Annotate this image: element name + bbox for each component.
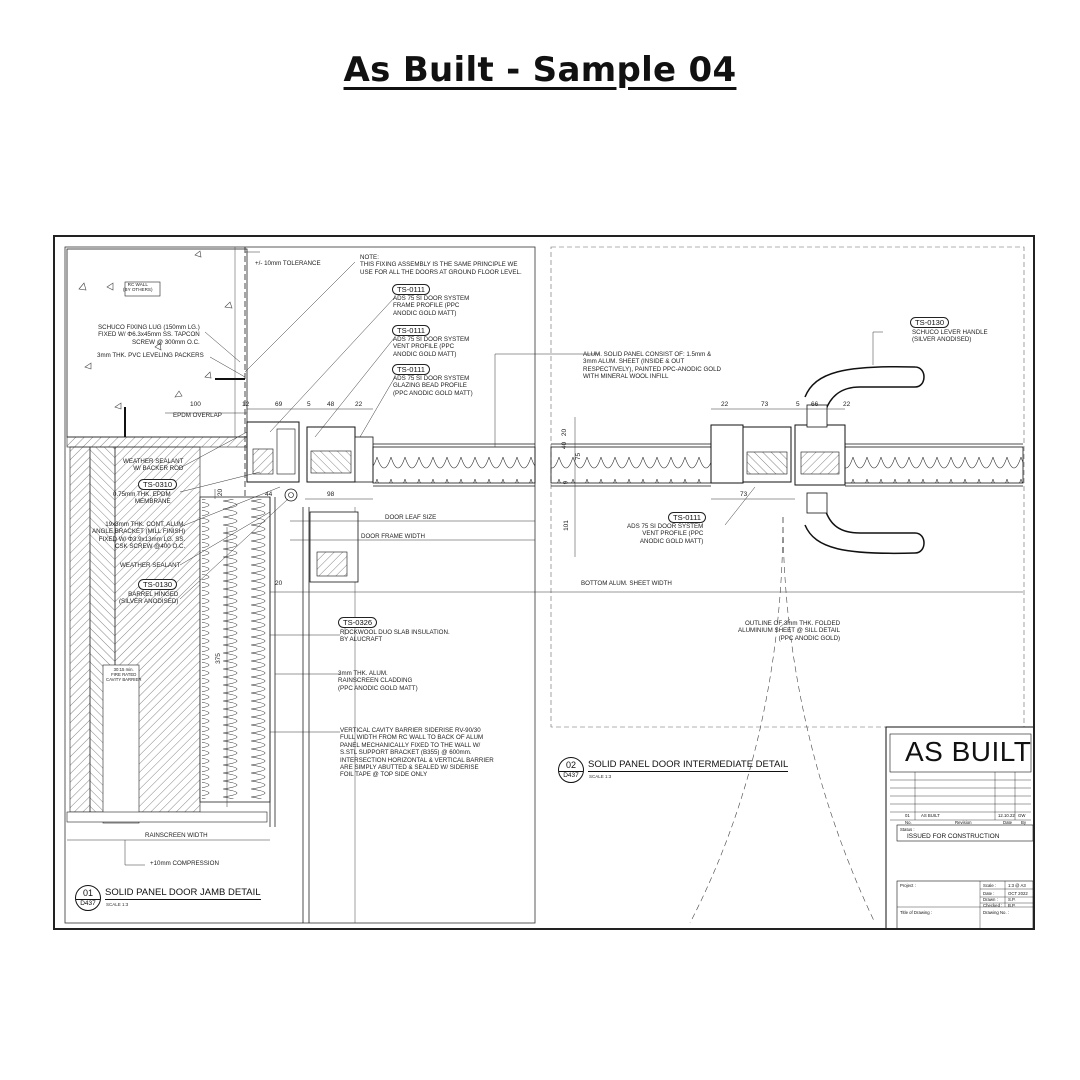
title-of-drawing-label: Title of Drawing : [900,910,933,915]
status-value: ISSUED FOR CONSTRUCTION [907,833,1000,840]
bubble-sheet: D437 [76,899,100,907]
header-no: No. [905,820,912,825]
folded-sheet-label: OUTLINE OF 3mm THK. FOLDED ALUMINIUM SHE… [738,620,841,642]
dim-73-right-a: 73 [761,401,769,408]
dim-5-right: 5 [796,401,800,408]
tag-ts-0310: TS-0310 [138,479,178,490]
dim-48: 48 [327,401,335,408]
dim-20-horizontal: 20 [275,580,283,587]
rockwool-label: ROCKWOOL DUO SLAB INSULATION. BY ALUCRAF… [340,629,450,644]
project-label: Project : [900,883,916,888]
tag-ts-0111-right: TS-0111 [668,512,706,523]
dim-44: 44 [265,491,273,498]
door-leaf-size-label: DOOR LEAF SIZE [385,514,437,521]
rev-check: GW [1018,813,1026,818]
cavity-barrier-label: VERTICAL CAVITY BARRIER SIDERISE RV-90/3… [340,727,494,779]
weather-sealant-rod-label: WEATHER SEALANT W/ BACKER ROD [123,458,184,473]
dim-73-right-b: 73 [740,491,748,498]
rev-date: 12.10.22 [998,813,1015,818]
drawing-linework [64,246,1033,928]
header-by: By [1021,820,1027,825]
dim-22: 22 [355,401,363,408]
vent-profile-label: ADS 75 SI DOOR SYSTEM VENT PROFILE (PPC … [393,336,470,358]
dim-69: 69 [275,401,283,408]
header-revision: Revision [955,820,972,825]
tag-ts-0130-left: TS-0130 [138,579,178,590]
fixing-lug-label: SCHUCO FIXING LUG (150mm LG.) FIXED W/ Φ… [98,324,200,346]
date-label: Date : [983,891,995,896]
dim-9-right: 9 [562,480,570,485]
solid-panel-label: ALUM. SOLID PANEL CONSIST OF: 1.5mm & 3m… [583,351,721,381]
drawing-sheet: RC WALL (BY OTHERS) +/- 10mm TOLERANCE N… [53,235,1035,930]
as-built-stamp: AS BUILT [905,736,1032,767]
dim-100: 100 [190,401,201,408]
dim-101: 101 [562,520,570,531]
dim-98: 98 [327,491,335,498]
barrel-hinged-label: BARREL HINGED (SILVER ANODISED) [119,591,179,606]
tag-ts-0326: TS-0326 [338,617,378,628]
tag-ts-0111-bead: TS-0111 [392,364,430,375]
glazing-bead-label: ADS 75 SI DOOR SYSTEM GLAZING BEAD PROFI… [393,375,473,397]
drawing-no-label: Drawing No. : [983,910,1010,915]
weather-sealant-label: WEATHER SEALANT [120,562,181,569]
dim-22-right-a: 22 [721,401,729,408]
left-detail-title: SOLID PANEL DOOR JAMB DETAIL [105,887,261,900]
rainscreen-width-label: RAINSCREEN WIDTH [145,832,208,839]
dim-40-right: 40 [561,441,569,450]
right-detail-title: SOLID PANEL DOOR INTERMEDIATE DETAIL [588,759,789,772]
checked-value: B.P. [1008,903,1016,908]
scale-value: 1:3 @ A3 [1008,883,1026,888]
right-detail-scale: SCALE 1:3 [589,774,612,779]
dim-12: 12 [242,401,250,408]
checked-label: Checked : [983,903,1003,908]
rainscreen-label: 3mm THK. ALUM. RAINSCREEN CLADDING (PPC … [338,670,418,692]
tag-ts-0130-right: TS-0130 [910,317,950,328]
dim-5: 5 [307,401,311,408]
rc-wall-label: RC WALL (BY OTHERS) [123,282,153,293]
epdm-overlap-label: EPDM OVERLAP [173,412,222,419]
tag-ts-0111-frame: TS-0111 [392,284,430,295]
rev-description: AS BUILT [921,813,940,818]
fixing-note: NOTE: THIS FIXING ASSEMBLY IS THE SAME P… [360,254,522,276]
rev-number: 01 [905,813,910,818]
bubble-number: 01 [82,888,93,898]
frame-profile-label: ADS 75 SI DOOR SYSTEM FRAME PROFILE (PPC… [393,295,470,317]
dim-375: 375 [214,653,222,664]
header-date: Date [1003,820,1013,825]
drawn-label: Drawn : [983,897,998,902]
dim-75-right: 75 [575,452,583,461]
door-frame-width-label: DOOR FRAME WIDTH [361,533,425,540]
left-detail-scale: SCALE 1:3 [106,902,129,907]
drawn-value: S.P. [1008,897,1016,902]
dim-66-right: 66 [811,401,819,408]
epdm-membrane-label: 0.75mm THK. EPDM MEMBRANE [113,491,171,506]
bubble-sheet: D437 [559,771,583,779]
scale-label: Scale : [983,883,997,888]
page-title: As Built - Sample 04 [343,50,737,90]
lever-handle-label: SCHUCO LEVER HANDLE (SILVER ANODISED) [912,329,988,344]
dim-22-right-b: 22 [843,401,851,408]
tag-ts-0111-vent: TS-0111 [392,325,430,336]
pvc-packers-label: 3mm THK. PVC LEVELING PACKERS [97,352,204,359]
fire-barrier-label: 30:15 min. FIRE RATED CAVITY BARRIER [106,667,142,683]
status-label: Status : [900,827,915,832]
tolerance-label: +/- 10mm TOLERANCE [255,260,321,267]
vent-profile-right-label: ADS 75 SI DOOR SYSTEM VENT PROFILE (PPC … [627,523,704,545]
compression-label: +10mm COMPRESSION [150,860,219,867]
angle-bracket-label: 19x3mm THK. CONT. ALUM. ANGLE BRACKET (M… [92,521,186,551]
bubble-number: 02 [565,760,576,770]
dim-20-right: 20 [561,428,569,437]
bottom-sheet-label: BOTTOM ALUM. SHEET WIDTH [581,580,672,587]
detail-bubble-02: 02 D437 [558,757,584,783]
date-value: OCT 2022 [1008,891,1028,896]
dim-20-vertical: 20 [217,488,225,497]
detail-bubble-01: 01 D437 [75,885,101,911]
